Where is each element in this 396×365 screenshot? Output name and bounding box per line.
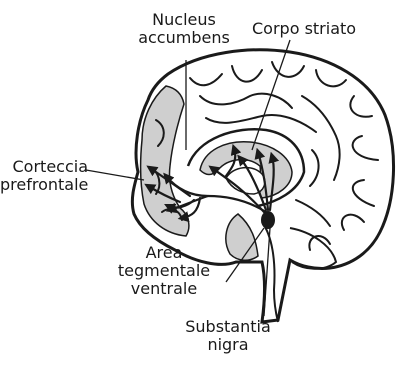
leader-corteccia-prefrontale (86, 170, 144, 180)
dopamine-source-nucleus (261, 211, 275, 229)
label-nucleus-accumbens: Nucleus accumbens (134, 11, 234, 47)
label-corteccia-line1: Corteccia (0, 158, 88, 176)
label-corteccia-line2: prefrontale (0, 176, 88, 194)
label-substantia-line2: nigra (180, 336, 276, 354)
label-nucleus-accumbens-line1: Nucleus (134, 11, 234, 29)
label-corpo-striato: Corpo striato (252, 20, 356, 38)
label-area-line3: ventrale (116, 280, 212, 298)
label-nucleus-accumbens-line2: accumbens (134, 29, 234, 47)
label-area-line1: Area (116, 244, 212, 262)
label-substantia-nigra: Substantia nigra (180, 318, 276, 354)
label-substantia-line1: Substantia (180, 318, 276, 336)
label-corteccia-prefrontale: Corteccia prefrontale (0, 158, 88, 194)
label-area-line2: tegmentale (116, 262, 212, 280)
label-area-tegmentale-ventrale: Area tegmentale ventrale (116, 244, 212, 298)
